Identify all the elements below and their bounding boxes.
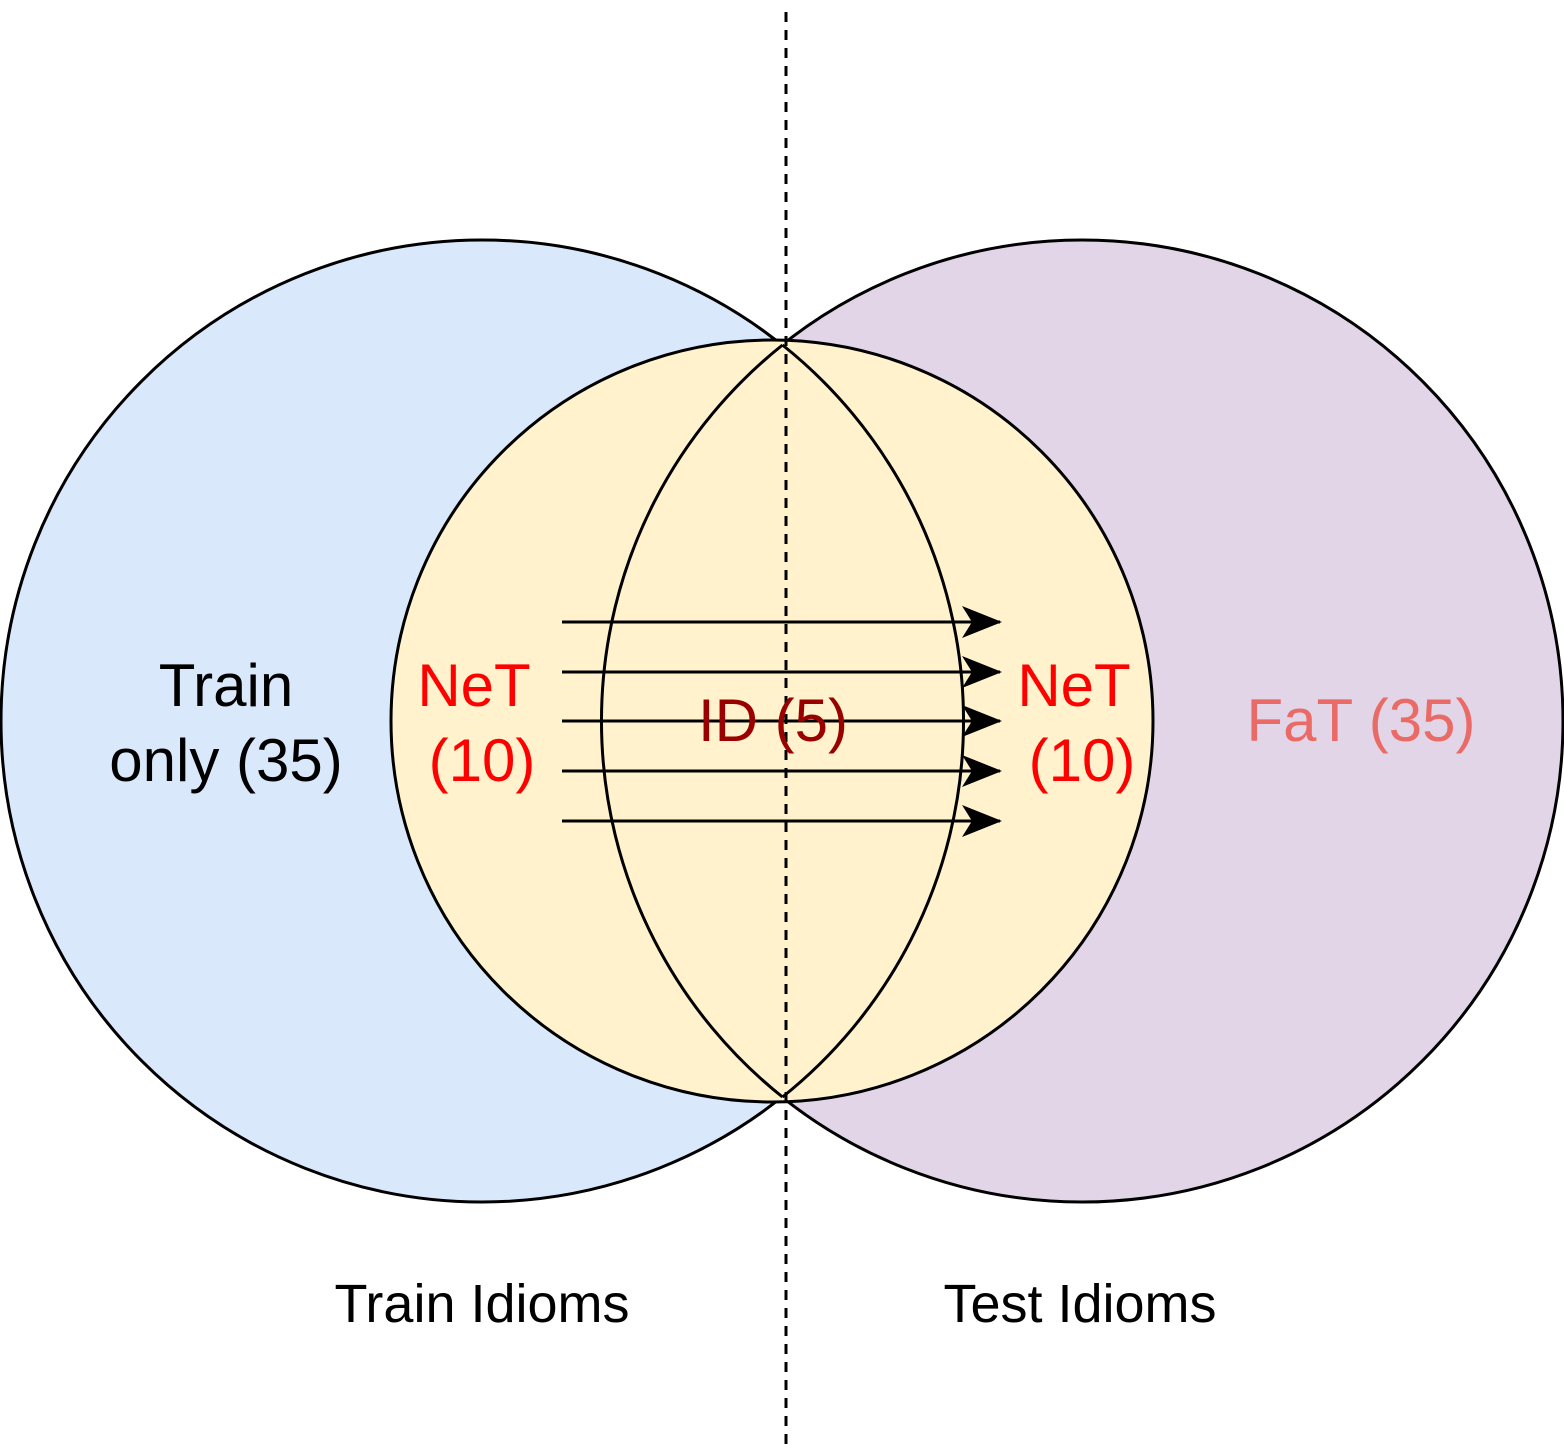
net-right-label-line1: NeT: [1017, 652, 1130, 719]
net-left-label-line2: (10): [429, 727, 536, 794]
net-left-label-line1: NeT: [417, 652, 530, 719]
train-only-label-line1: Train: [159, 652, 293, 719]
train-idioms-label: Train Idioms: [334, 1274, 629, 1334]
train-only-label-line2: only (35): [109, 727, 342, 794]
test-idioms-label: Test Idioms: [943, 1274, 1216, 1334]
net-right-label-line2: (10): [1029, 727, 1136, 794]
id-label: ID (5): [698, 687, 848, 754]
arrow-group: [562, 606, 1002, 837]
fat-label: FaT (35): [1247, 687, 1476, 754]
